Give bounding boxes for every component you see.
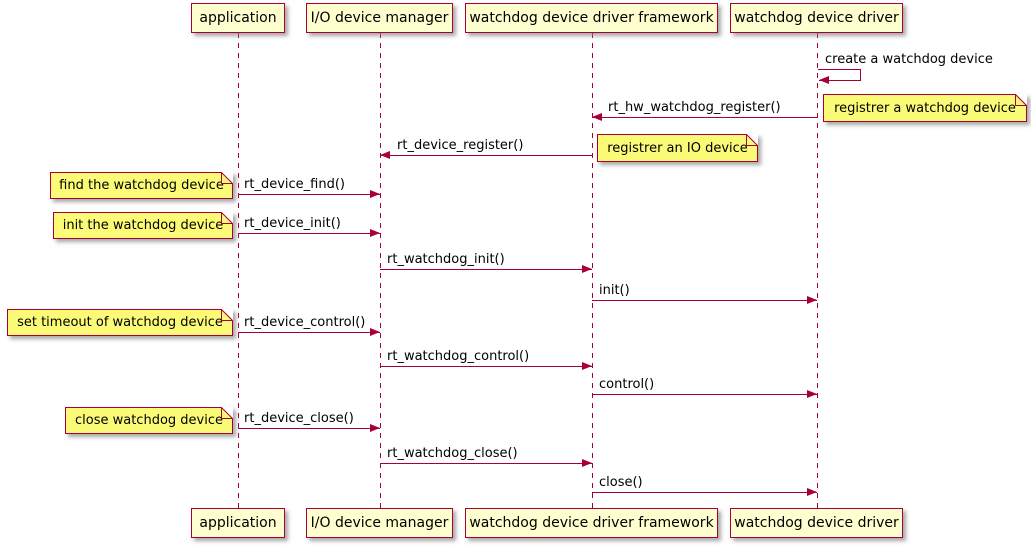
- message-rt-watchdog-control-label: rt_watchdog_control(): [387, 349, 530, 364]
- message-rt-watchdog-init-label: rt_watchdog_init(): [387, 252, 505, 267]
- participant-io-device-manager-bottom: I/O device manager: [306, 508, 453, 538]
- note-registrer-an-io-device: registrer an IO device: [597, 134, 758, 162]
- message-create-watchdog-device-label: create a watchdog device: [825, 52, 993, 67]
- message-rt-hw-watchdog-register-arrow: [592, 117, 818, 118]
- message-rt-device-control-arrow: [238, 332, 380, 333]
- message-rt-device-control-label: rt_device_control(): [244, 315, 366, 330]
- participant-watchdog-framework-bottom: watchdog device driver framework: [465, 508, 718, 538]
- note-init-the-watchdog-device: init the watchdog device: [53, 212, 233, 239]
- message-rt-device-close-label: rt_device_close(): [244, 411, 354, 426]
- message-init-label: init(): [599, 283, 630, 298]
- message-create-watchdog-device-arrow: [860, 69, 861, 80]
- message-init-arrow: [592, 300, 817, 301]
- message-rt-device-register-label: rt_device_register(): [397, 138, 524, 153]
- message-rt-watchdog-close-arrow: [380, 463, 592, 464]
- message-close-arrow: [592, 492, 817, 493]
- arrowhead-icon: [370, 190, 380, 198]
- arrowhead-icon: [582, 459, 592, 467]
- lifeline-watchdog-driver: [817, 33, 818, 508]
- arrowhead-icon: [370, 424, 380, 432]
- participant-io-device-manager-top: I/O device manager: [306, 3, 453, 33]
- message-create-watchdog-device-arrow: [818, 69, 861, 70]
- lifeline-application: [238, 33, 239, 508]
- participant-application-bottom: application: [191, 508, 285, 538]
- message-rt-device-init-arrow: [238, 233, 380, 234]
- arrowhead-icon: [380, 151, 390, 159]
- arrowhead-icon: [370, 328, 380, 336]
- message-rt-device-find-label: rt_device_find(): [244, 177, 345, 192]
- note-text: init the watchdog device: [62, 218, 224, 233]
- lifeline-io-device-manager: [380, 33, 381, 508]
- arrowhead-icon: [807, 488, 817, 496]
- note-find-the-watchdog-device: find the watchdog device: [50, 172, 233, 199]
- lifeline-watchdog-framework: [592, 33, 593, 508]
- arrowhead-icon: [592, 113, 602, 121]
- arrowhead-icon: [582, 265, 592, 273]
- message-rt-watchdog-init-arrow: [380, 269, 592, 270]
- participant-watchdog-framework-top: watchdog device driver framework: [465, 3, 718, 33]
- message-close-label: close(): [599, 475, 643, 490]
- message-rt-device-register-arrow: [380, 155, 592, 156]
- note-close-watchdog-device: close watchdog device: [65, 407, 233, 434]
- message-rt-device-find-arrow: [238, 194, 380, 195]
- note-fold-icon: [221, 172, 233, 184]
- message-rt-device-close-arrow: [238, 428, 380, 429]
- arrowhead-icon: [807, 390, 817, 398]
- note-text: set timeout of watchdog device: [17, 315, 223, 330]
- participant-watchdog-driver-bottom: watchdog device driver: [730, 508, 903, 538]
- note-fold-icon: [746, 134, 758, 146]
- message-control-label: control(): [599, 377, 655, 392]
- message-rt-watchdog-close-label: rt_watchdog_close(): [387, 446, 518, 461]
- note-fold-icon: [221, 309, 233, 321]
- participant-application-top: application: [191, 3, 285, 33]
- note-set-timeout-of-watchdog-device: set timeout of watchdog device: [7, 309, 233, 336]
- note-text: registrer a watchdog device: [834, 100, 1016, 116]
- note-text: close watchdog device: [75, 413, 223, 428]
- arrowhead-icon: [582, 362, 592, 370]
- note-text: find the watchdog device: [59, 178, 224, 193]
- participant-watchdog-driver-top: watchdog device driver: [730, 3, 903, 33]
- note-fold-icon: [221, 212, 233, 224]
- arrowhead-icon: [819, 76, 829, 84]
- note-text: registrer an IO device: [607, 140, 748, 156]
- arrowhead-icon: [807, 296, 817, 304]
- message-rt-device-init-label: rt_device_init(): [244, 216, 341, 231]
- message-rt-hw-watchdog-register-label: rt_hw_watchdog_register(): [608, 100, 781, 115]
- message-create-watchdog-device-arrow: [819, 80, 861, 81]
- note-registrer-a-watchdog-device: registrer a watchdog device: [823, 94, 1027, 122]
- note-fold-icon: [1015, 94, 1027, 106]
- note-fold-icon: [221, 407, 233, 419]
- message-rt-watchdog-control-arrow: [380, 366, 592, 367]
- arrowhead-icon: [370, 229, 380, 237]
- message-control-arrow: [592, 394, 817, 395]
